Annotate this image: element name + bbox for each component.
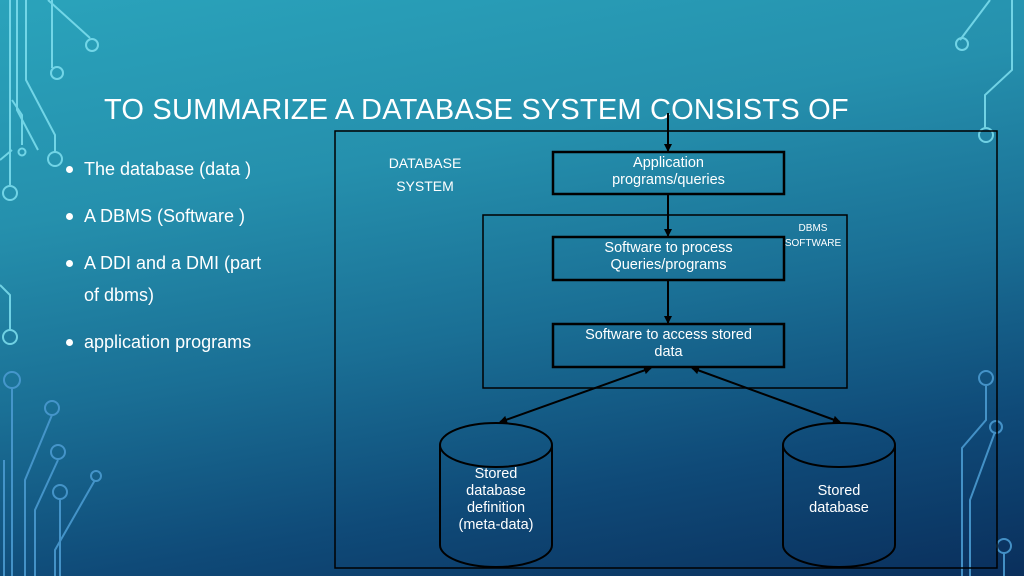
stored-data-manager-label: Software to access stored data xyxy=(585,327,752,360)
bullet-dot-icon xyxy=(66,213,73,220)
bullet-dot-icon xyxy=(66,339,73,346)
bullet-item: A DBMS (Software ) xyxy=(62,203,342,229)
database-system-label: DATABASE SYSTEM xyxy=(388,155,462,194)
metadata-label: Stored database definition (meta-data) xyxy=(458,466,534,533)
dbms-software-label: DBMS SOFTWARE xyxy=(784,223,842,249)
bullet-item: The database (data ) xyxy=(62,156,342,182)
metadata-cylinder xyxy=(439,422,553,568)
slide-title: TO SUMMARIZE A DATABASE SYSTEM CONSISTS … xyxy=(104,94,849,126)
bullet-dot-icon xyxy=(66,260,73,267)
bullet-item-continuation: of dbms) xyxy=(84,285,155,305)
arrow-to-stored-database xyxy=(691,366,841,424)
stored-database-cylinder xyxy=(782,422,896,568)
database-system-boundary xyxy=(334,130,998,569)
application-programs-label: Application programs/queries xyxy=(612,155,725,188)
bullet-dot-icon xyxy=(66,166,73,173)
dbms-software-boundary xyxy=(482,214,848,389)
query-processor-label: Software to process Queries/programs xyxy=(604,240,733,273)
bullet-list: The database (data ) A DBMS (Software ) … xyxy=(62,156,342,376)
arrow-to-metadata xyxy=(499,366,652,424)
bullet-item: application programs xyxy=(62,329,342,355)
bullet-item: A DDI and a DMI (part xyxy=(62,250,342,276)
stored-data-manager-box xyxy=(551,322,786,369)
stored-database-label: Stored database xyxy=(809,483,869,516)
